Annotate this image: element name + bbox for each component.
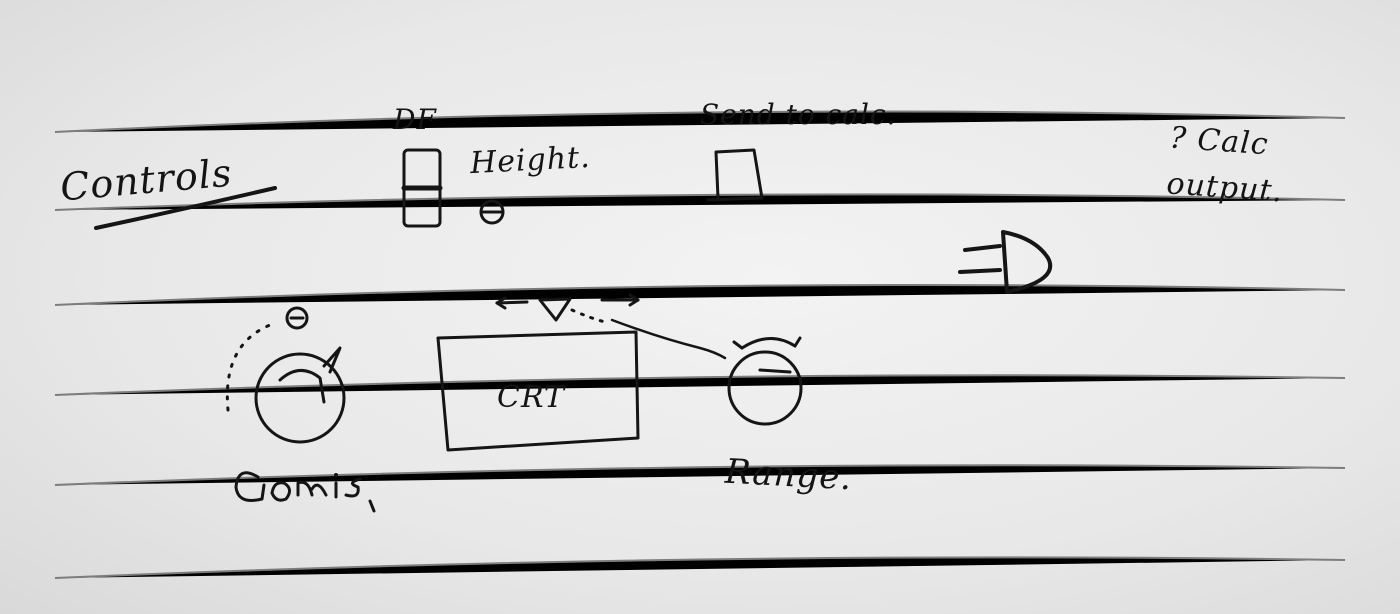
crt-label: CRT bbox=[497, 380, 566, 415]
output-symbol-icon bbox=[958, 230, 1053, 294]
height-label: Height. bbox=[469, 139, 592, 182]
gonio-knob-icon bbox=[225, 306, 346, 444]
range-connector-line bbox=[610, 318, 727, 360]
ruled-lines bbox=[54, 110, 1346, 579]
send-button-icon bbox=[706, 148, 764, 202]
df-label: DF bbox=[393, 103, 437, 136]
gonio-label-scribble bbox=[234, 471, 376, 513]
crt-screen-box bbox=[436, 330, 640, 452]
range-label: Range. bbox=[724, 451, 854, 499]
height-knob-icon bbox=[479, 199, 505, 225]
df-slider-icon bbox=[401, 148, 443, 228]
cursor-marker-icon bbox=[495, 293, 640, 324]
range-knob-icon bbox=[727, 336, 803, 426]
calc-output-label: ? Calc output. bbox=[1165, 120, 1285, 210]
send-to-calc-label: Send to calc. bbox=[700, 98, 897, 131]
controls-underline bbox=[94, 186, 277, 230]
